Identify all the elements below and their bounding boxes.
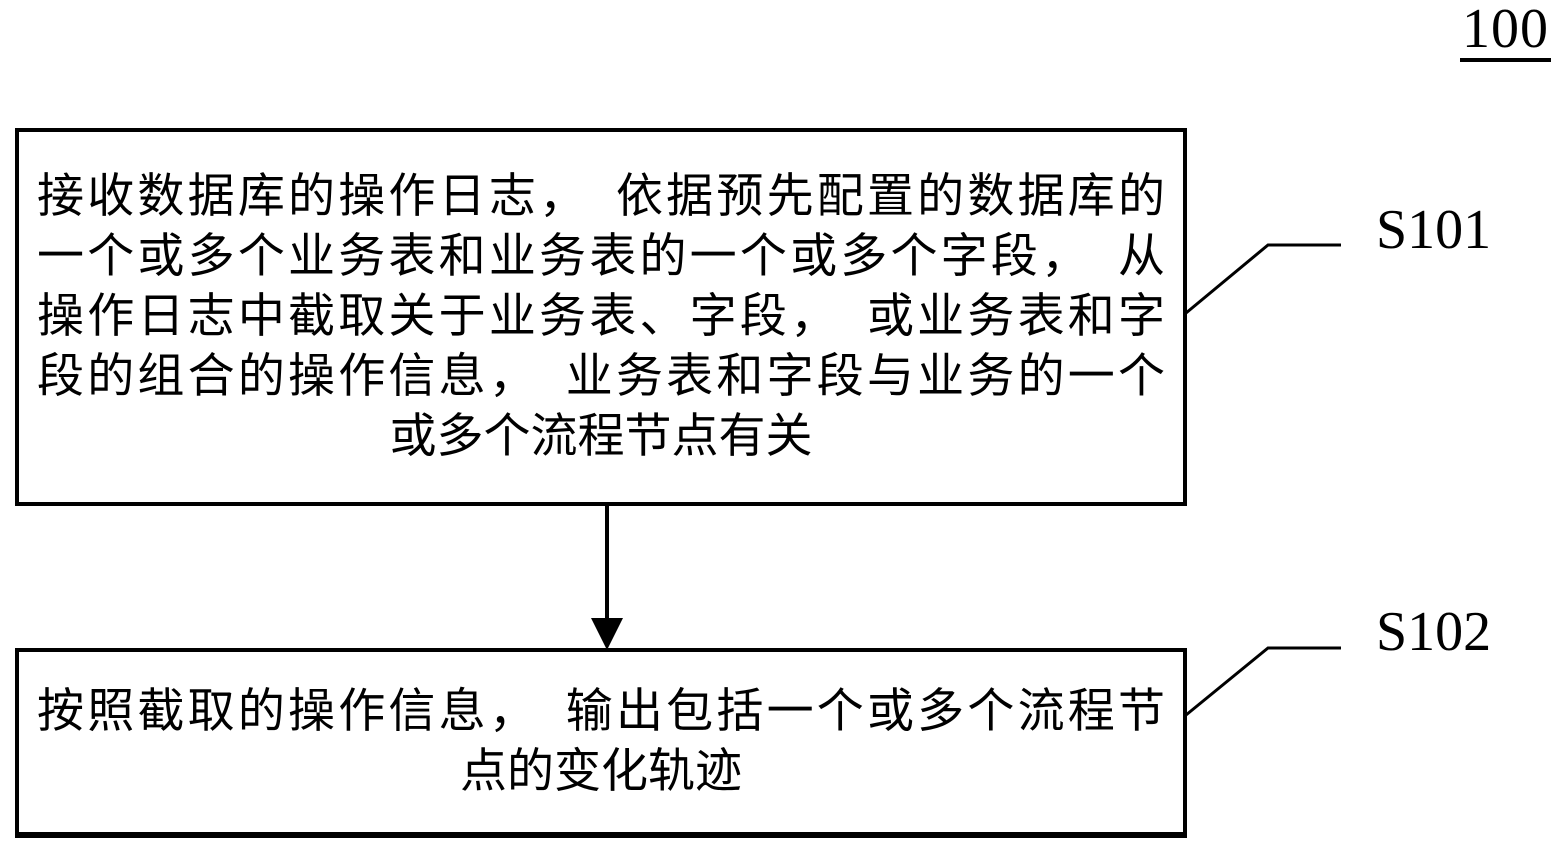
flow-arrow-head-icon xyxy=(591,618,623,650)
s101-reference-line xyxy=(1185,243,1341,315)
step-s101-text-line: 段的组合的操作信息， 业务表和字段与业务的一个 xyxy=(37,351,1165,403)
step-box-s101: 接收数据库的操作日志， 依据预先配置的数据库的 一个或多个业务表和业务表的一个或… xyxy=(15,128,1187,506)
step-label-s101: S101 xyxy=(1376,199,1492,261)
step-s102-text-line: 按照截取的操作信息， 输出包括一个或多个流程节 xyxy=(37,686,1165,738)
step-s101-text-line: 或多个流程节点有关 xyxy=(389,411,813,463)
step-box-s102: 按照截取的操作信息， 输出包括一个或多个流程节 点的变化轨迹 xyxy=(15,648,1187,838)
step-s102-text-line: 点的变化轨迹 xyxy=(460,746,742,798)
step-s101-text-line: 接收数据库的操作日志， 依据预先配置的数据库的 xyxy=(37,171,1165,223)
s102-reference-line xyxy=(1185,646,1341,717)
step-s101-text-line: 操作日志中截取关于业务表、字段， 或业务表和字 xyxy=(37,291,1165,343)
step-label-s102: S102 xyxy=(1376,601,1492,663)
step-s101-text-line: 一个或多个业务表和业务表的一个或多个字段， 从 xyxy=(37,231,1165,283)
figure-number: 100 xyxy=(1460,0,1551,62)
